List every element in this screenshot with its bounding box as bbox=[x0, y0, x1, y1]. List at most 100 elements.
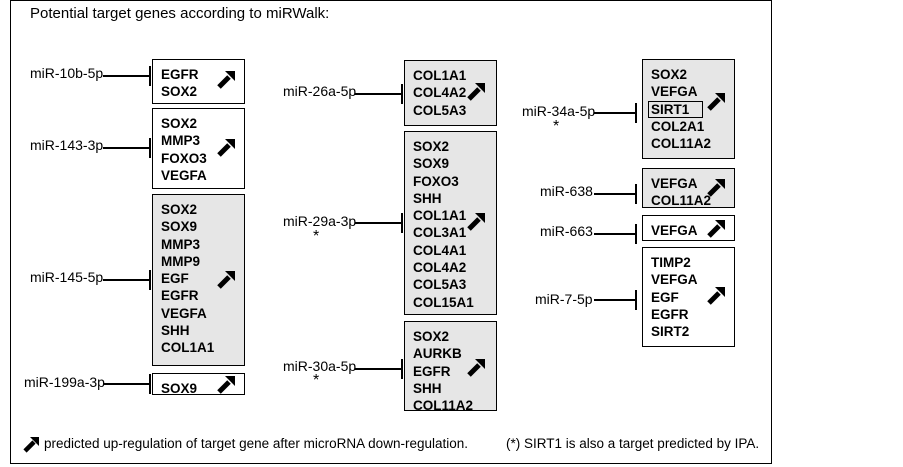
gene-name: FOXO3 bbox=[413, 173, 459, 189]
gene-name: SOX2 bbox=[651, 67, 688, 82]
up-right-arrow-icon bbox=[217, 376, 235, 394]
gene-name: COL5A3 bbox=[413, 277, 467, 293]
footnote: (*) SIRT1 is also a target predicted by … bbox=[506, 436, 760, 451]
gene-name: COL11A2 bbox=[651, 136, 712, 152]
gene-name: MMP3 bbox=[161, 236, 201, 252]
inhibition-bar bbox=[594, 103, 637, 123]
inhibition-bar bbox=[355, 359, 403, 379]
gene-name: COL1A1 bbox=[413, 208, 467, 224]
inhibition-bar bbox=[103, 66, 151, 86]
gene-name: SOX9 bbox=[161, 381, 198, 396]
up-right-arrow-icon bbox=[707, 220, 725, 238]
mirna-label: miR-143-3p bbox=[30, 137, 104, 153]
mirna-label: miR-145-5p bbox=[30, 269, 104, 285]
up-right-arrow-icon bbox=[23, 437, 39, 453]
mirna-label: miR-10b-5p bbox=[30, 65, 104, 81]
gene-list: VEFGA bbox=[651, 222, 698, 239]
gene-name: COL4A1 bbox=[413, 242, 467, 258]
gene-name: TIMP2 bbox=[651, 255, 691, 270]
gene-name: COL4A2 bbox=[413, 260, 467, 276]
mirna-label: miR-34a-5p bbox=[522, 103, 596, 119]
gene-name: FOXO3 bbox=[161, 150, 207, 166]
gene-name: VEGFA bbox=[161, 167, 207, 183]
gene-name: VEGFA bbox=[161, 305, 207, 321]
inhibition-bar bbox=[594, 184, 637, 204]
up-right-arrow-icon bbox=[707, 179, 725, 197]
inhibition-bar bbox=[594, 224, 637, 244]
up-right-arrow-icon bbox=[707, 93, 725, 111]
gene-name: SOX9 bbox=[413, 156, 450, 172]
gene-name: SIRT2 bbox=[651, 324, 690, 340]
gene-list: VEFGA COL11A2 bbox=[651, 175, 711, 210]
target-gene-box: VEFGA COL11A2 bbox=[642, 168, 735, 208]
ipa-star-marker: * bbox=[313, 228, 320, 245]
gene-name: EGF bbox=[651, 289, 679, 305]
gene-name: COL2A1 bbox=[651, 118, 705, 134]
gene-name: SOX2 bbox=[161, 116, 198, 131]
figure-title: Potential target genes according to miRW… bbox=[30, 5, 330, 22]
gene-name: VEFGA bbox=[651, 84, 698, 100]
inhibition-bar bbox=[103, 374, 151, 394]
up-right-arrow-icon bbox=[467, 83, 485, 101]
target-gene-box: EGFR SOX2 bbox=[152, 59, 245, 104]
gene-name: VEFGA bbox=[651, 223, 698, 238]
ipa-star-marker: * bbox=[313, 372, 320, 389]
gene-name-highlighted: SIRT1 bbox=[648, 100, 704, 118]
gene-name: COL4A2 bbox=[413, 85, 467, 101]
mirna-label: miR-30a-5p bbox=[283, 358, 357, 374]
gene-name: COL3A1 bbox=[413, 225, 467, 241]
gene-name: SOX2 bbox=[413, 329, 450, 344]
up-right-arrow-icon bbox=[217, 139, 235, 157]
gene-list: EGFR SOX2 bbox=[161, 66, 199, 101]
up-right-arrow-icon bbox=[217, 71, 235, 89]
gene-name: COL1A1 bbox=[413, 68, 467, 83]
gene-name: COL5A3 bbox=[413, 102, 467, 118]
inhibition-bar bbox=[103, 138, 151, 158]
gene-name: VEFGA bbox=[651, 176, 698, 191]
gene-name: EGFR bbox=[161, 67, 199, 82]
inhibition-bar bbox=[594, 290, 637, 310]
gene-name: COL11A2 bbox=[651, 193, 712, 209]
up-right-arrow-icon bbox=[217, 271, 235, 289]
gene-name: SOX2 bbox=[161, 202, 198, 217]
mirna-label: miR-29a-3p bbox=[283, 213, 357, 229]
gene-list: SOX9 bbox=[161, 380, 197, 397]
gene-name: SOX2 bbox=[161, 84, 198, 100]
figure-frame bbox=[10, 0, 772, 464]
gene-name: EGFR bbox=[413, 363, 451, 379]
inhibition-bar bbox=[103, 270, 151, 290]
gene-name: MMP3 bbox=[161, 133, 201, 149]
up-right-arrow-icon bbox=[467, 359, 485, 377]
gene-name: EGF bbox=[161, 271, 189, 287]
gene-name: COL11A2 bbox=[413, 398, 474, 414]
gene-name: VEFGA bbox=[651, 272, 698, 288]
inhibition-bar bbox=[355, 213, 403, 233]
gene-name: COL15A1 bbox=[413, 294, 474, 310]
mirna-label: miR-638 bbox=[540, 183, 593, 199]
gene-name: EGFR bbox=[161, 288, 199, 304]
up-right-arrow-icon bbox=[467, 213, 485, 231]
mirna-label: miR-26a-5p bbox=[283, 83, 357, 99]
gene-name: AURKB bbox=[413, 346, 462, 362]
gene-name: SHH bbox=[413, 190, 442, 206]
mirna-label: miR-7-5p bbox=[535, 291, 593, 307]
inhibition-bar bbox=[355, 84, 403, 104]
mirna-label: miR-663 bbox=[540, 223, 593, 239]
legend-text: predicted up-regulation of target gene a… bbox=[44, 436, 468, 451]
gene-name: SOX2 bbox=[413, 139, 450, 154]
gene-name: EGFR bbox=[651, 306, 689, 322]
